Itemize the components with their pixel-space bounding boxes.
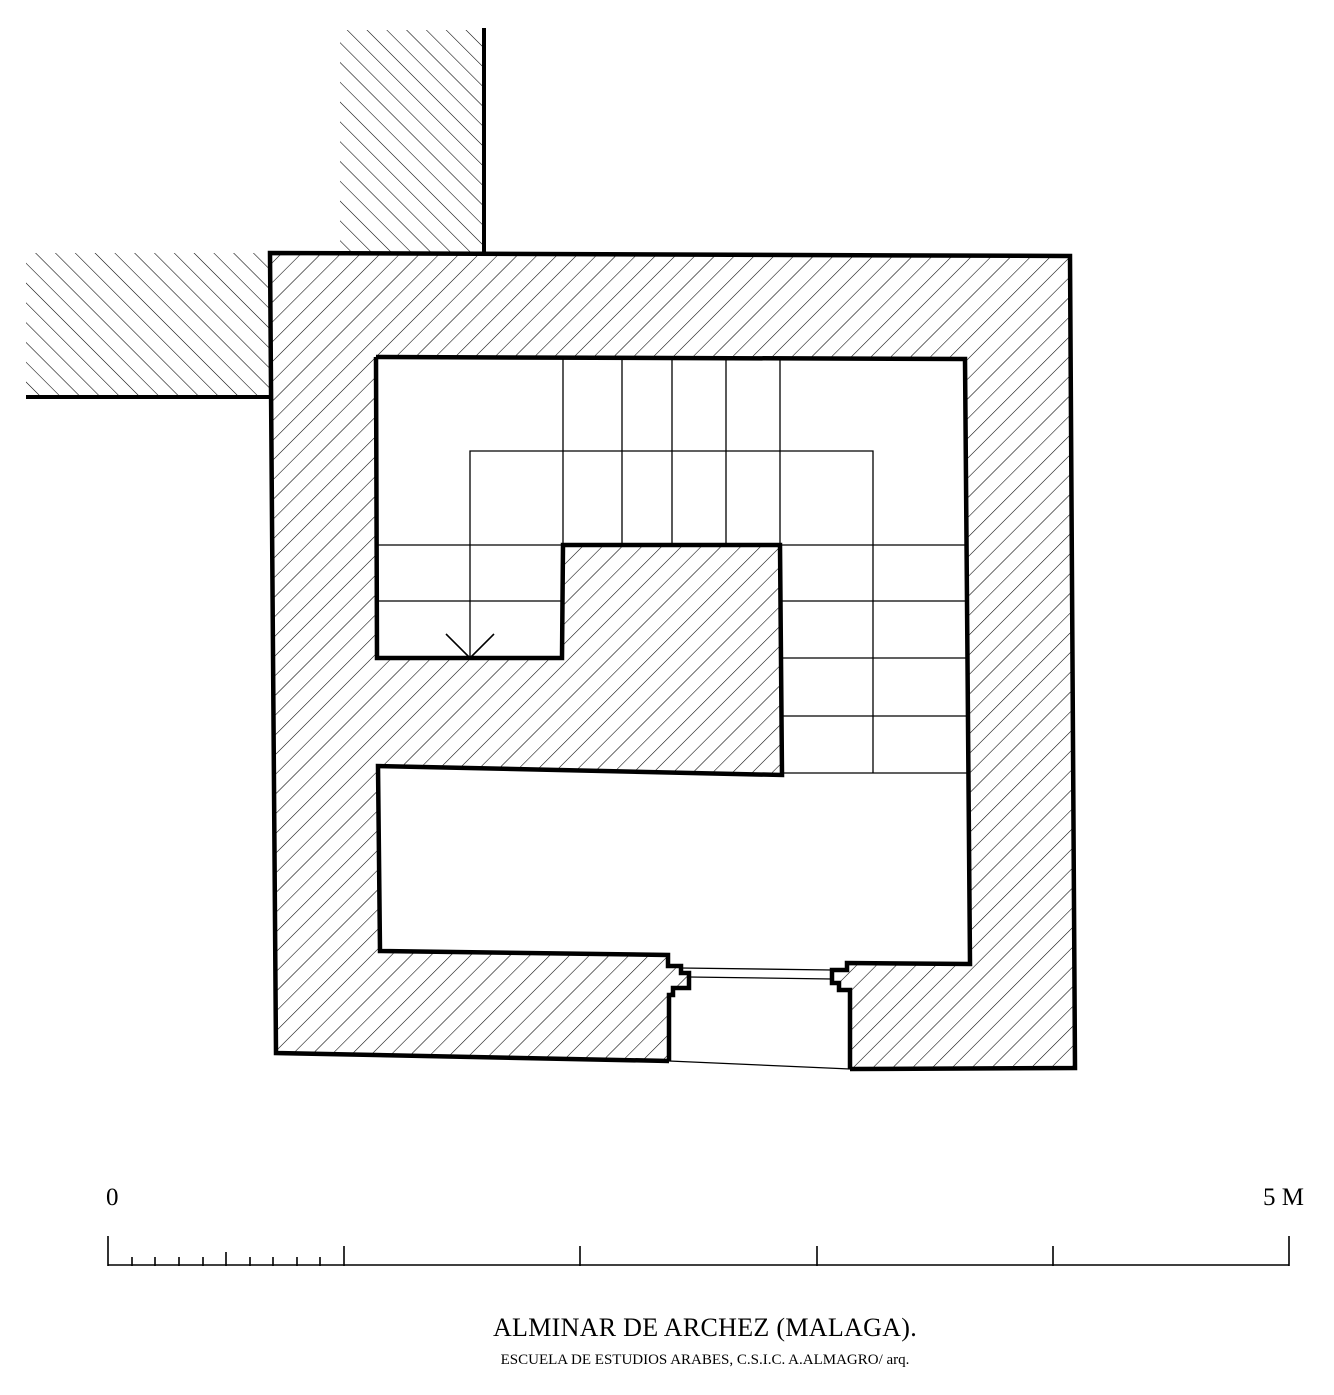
newel-outline [373,356,785,1061]
doorway-sill-line [668,1060,851,1070]
outer-wall-hatched [270,253,1075,1069]
adjacent-wall-west [26,253,270,397]
scale-end-label: 5 M [1263,1184,1304,1211]
staircase [377,359,968,774]
drawing-credit: ESCUELA DE ESTUDIOS ARABES, C.S.I.C. A.A… [500,1352,910,1368]
doorway [668,967,851,1070]
drawing-title: ALMINAR DE ARCHEZ (MALAGA). [492,1313,918,1342]
outer-wall-outline [267,250,1078,1072]
scale-bar [107,1236,1290,1266]
adjacent-wall-north [340,30,485,252]
stair-direction-arrow-icon [445,633,495,660]
adjacent-walls [26,28,486,399]
doorway-threshold-line [680,967,833,971]
doorway-jamb-line [688,976,833,980]
scale-start-label: 0 [106,1184,119,1211]
